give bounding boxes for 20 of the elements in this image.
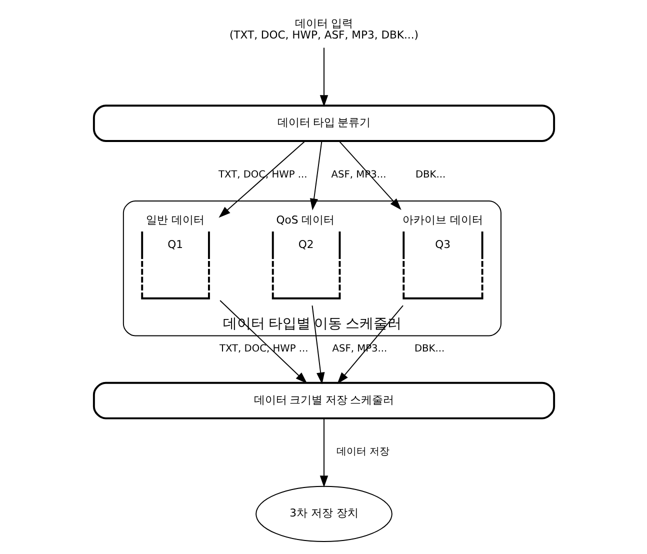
node-text: 아카이브 데이터 Q3	[402, 213, 483, 252]
edge-label: DBK...	[414, 169, 446, 180]
node-box: 데이터 크기별 저장 스케줄러	[92, 382, 555, 420]
node-text: QoS 데이터 Q2	[276, 213, 334, 252]
arrow	[336, 305, 404, 384]
node-text: 일반 데이터 Q1	[146, 213, 204, 252]
arrow	[338, 140, 401, 210]
arrow	[218, 140, 305, 218]
node-text: 데이터 입력 (TXT, DOC, HWP, ASF, MP3, DBK...)	[228, 16, 418, 42]
arrow	[309, 140, 322, 210]
arrow	[219, 300, 307, 384]
arrow	[319, 47, 328, 107]
edge-label: TXT, DOC, HWP ...	[218, 169, 307, 180]
edge-label: 데이터 저장	[336, 446, 390, 458]
edge-label: TXT, DOC, HWP ...	[218, 343, 308, 354]
node-box: 데이터 타입 분류기	[92, 104, 555, 142]
edge-label: DBK...	[414, 343, 444, 354]
arrow	[319, 418, 328, 488]
arrow	[311, 305, 324, 384]
node-ellipse: 3차 저장 장치	[255, 486, 392, 542]
